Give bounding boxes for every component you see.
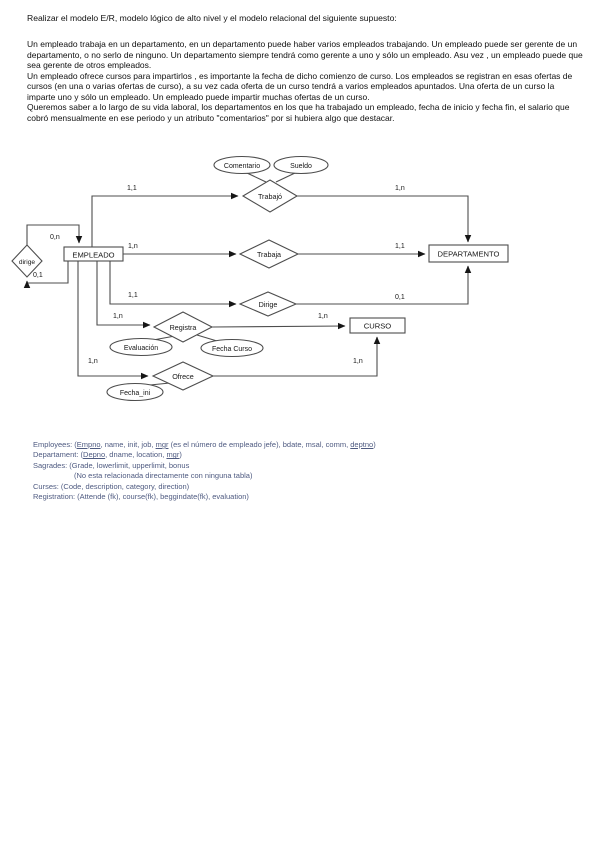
relationship-ofrece	[151, 361, 215, 391]
statement-paragraph: Un empleado trabaja en un departamento, …	[27, 39, 583, 71]
relationship-dirige-self-label: dirige	[19, 259, 35, 266]
cardinality-trabajo-left: 1,1	[127, 185, 137, 192]
text-segment: )	[373, 440, 376, 449]
cardinality-trabajo-right: 1,n	[395, 185, 405, 192]
relationship-registra	[152, 311, 214, 343]
statement-paragraph: Queremos saber a lo largo de su vida lab…	[27, 102, 570, 123]
connector-selfloop-bottom	[23, 261, 69, 289]
attribute-comentario	[213, 155, 271, 175]
er-diagram: Comentario Sueldo Evaluación Fecha Curso…	[11, 155, 509, 402]
connector-empleado-dirige	[109, 261, 237, 308]
relational-line-curses: Curses: (Code, description, category, di…	[33, 481, 190, 491]
problem-statement: Un empleado trabaja en un departamento, …	[27, 39, 584, 123]
text-segment: )	[179, 450, 182, 460]
cardinality-registra-left: 1,n	[113, 313, 123, 320]
text-segment: Departament: (	[33, 450, 84, 460]
relational-line-departament: Departament: (Depno, dname, location, mg…	[33, 450, 573, 460]
cardinality-self-top: 0,n	[50, 234, 60, 241]
cardinality-trabaja-right: 1,1	[395, 243, 405, 250]
text-segment: , dname, location,	[105, 450, 167, 460]
relationship-registra-label: Registra	[170, 323, 197, 332]
relational-line-registration: Registration: (Attende (fk), course(fk),…	[33, 492, 249, 502]
entity-departamento	[428, 244, 509, 263]
connector-empleado-ofrece	[77, 261, 149, 380]
attribute-fecha-curso	[200, 338, 264, 358]
cardinality-dirige-left: 1,1	[128, 292, 138, 299]
relational-model: Employees: (Empno, name, init, job, mgr …	[33, 440, 573, 503]
connector-trabajo-departamento	[297, 195, 472, 243]
relational-line-note: (No esta relacionada directamente con ni…	[74, 471, 253, 481]
attribute-comentario-label: Comentario	[224, 163, 260, 170]
text-segment: , name, init, job,	[100, 440, 156, 449]
relational-line-employees: Employees: (Empno, name, init, job, mgr …	[33, 440, 573, 450]
connector-ofrece-curso	[213, 336, 381, 377]
cardinality-registra-right: 1,n	[318, 313, 328, 320]
cardinality-dirige-right: 0,1	[395, 294, 405, 301]
attribute-fecha-ini	[106, 382, 164, 402]
relationship-trabajo	[241, 179, 299, 213]
entity-empleado-label: EMPLEADO	[72, 251, 114, 260]
entity-curso-label: CURSO	[364, 322, 392, 331]
relationship-ofrece-label: Ofrece	[172, 372, 194, 381]
key-mgr: mgr	[166, 450, 180, 460]
key-empno: Empno	[76, 440, 101, 449]
connector-empleado-trabajo	[91, 192, 239, 247]
connector-registra-curso	[211, 322, 346, 330]
entity-curso	[349, 317, 406, 334]
connector-selfloop-top	[26, 224, 83, 245]
attribute-sueldo	[273, 155, 329, 175]
cardinality-trabaja-left: 1,n	[128, 243, 138, 250]
connector-dirige-departamento	[296, 265, 472, 305]
attribute-sueldo-label: Sueldo	[290, 163, 312, 170]
relationship-trabajo-label: Trabajó	[258, 192, 282, 201]
text-segment: Employees: (	[33, 440, 77, 449]
text-segment: (es el número de empleado jefe), bdate, …	[168, 440, 351, 449]
statement-paragraph: Un empleado ofrece cursos para impartirl…	[27, 70, 573, 102]
attribute-fecha-curso-label: Fecha Curso	[212, 346, 252, 353]
relationship-dirige	[238, 291, 298, 317]
connector-comentario	[246, 172, 267, 183]
cardinality-ofrece-left: 1,n	[88, 358, 98, 365]
connector-empleado-registra	[96, 261, 151, 329]
relationship-dirige-label: Dirige	[259, 300, 278, 309]
key-mgr: mgr	[155, 440, 169, 449]
cardinality-ofrece-right: 1,n	[353, 358, 363, 365]
relationship-dirige-self	[11, 244, 43, 278]
connector-fecha-curso	[196, 334, 218, 342]
key-depno: Depno	[83, 450, 106, 460]
relational-line-sagrades: Sagrades: (Grade, lowerlimit, upperlimit…	[33, 460, 190, 470]
attribute-evaluacion-label: Evaluación	[124, 345, 158, 352]
cardinality-self-bottom: 0,1	[33, 272, 43, 279]
entity-empleado	[63, 246, 124, 262]
connector-sueldo	[275, 172, 296, 183]
relationship-trabaja	[238, 239, 300, 269]
page-title: Realizar el modelo E/R, modelo lógico de…	[27, 13, 397, 23]
attribute-evaluacion	[109, 337, 173, 357]
relationship-trabaja-label: Trabaja	[257, 250, 281, 259]
entity-departamento-label: DEPARTAMENTO	[438, 250, 500, 259]
connector-fecha-ini	[149, 382, 171, 386]
key-deptno: deptno	[350, 440, 374, 449]
attribute-fecha-ini-label: Fecha_ini	[120, 390, 151, 397]
